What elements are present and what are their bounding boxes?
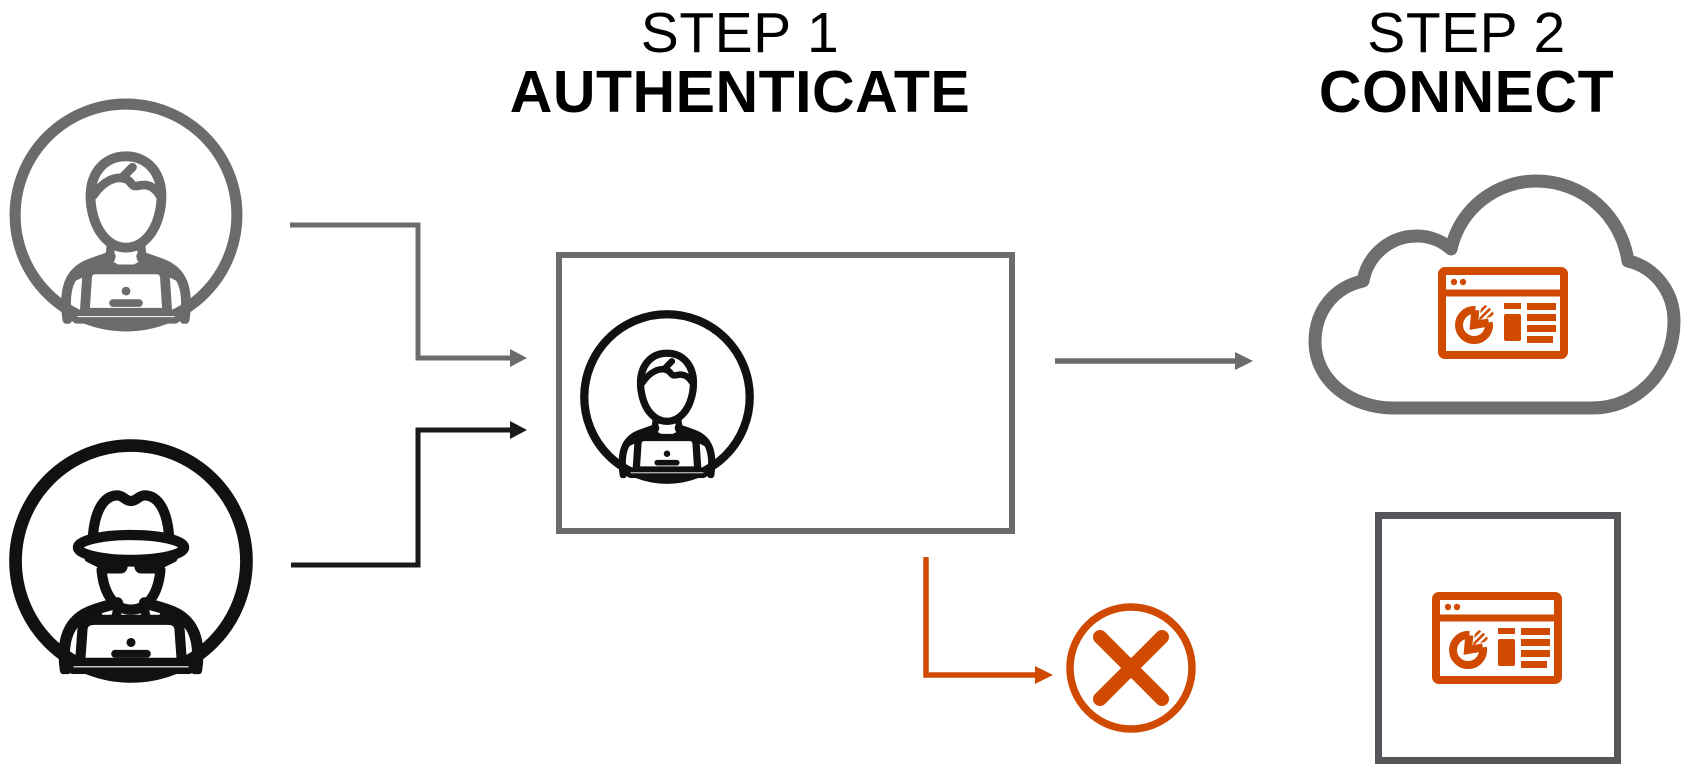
arrow-auth-to-denied [923, 557, 1053, 684]
x-circle-icon [1061, 598, 1201, 738]
step2-action-label: CONNECT [1318, 59, 1615, 126]
auth-user-at-laptop-icon [580, 310, 754, 484]
hacker-at-laptop-icon [9, 439, 253, 683]
square-app-window-icon [1432, 592, 1562, 684]
step2-title: STEP 2 CONNECT [1250, 4, 1683, 122]
user-at-laptop-icon [9, 98, 243, 332]
cloud-app-window-icon [1438, 267, 1568, 359]
step1-title: STEP 1 AUTHENTICATE [430, 4, 1050, 122]
arrow-auth-to-cloud [1055, 352, 1253, 370]
step1-action-label: AUTHENTICATE [509, 59, 971, 126]
step1-label: STEP 1 [640, 1, 840, 65]
arrow-hacker-to-auth [291, 421, 527, 568]
arrow-user-to-auth [290, 222, 527, 367]
step2-label: STEP 2 [1367, 1, 1566, 65]
